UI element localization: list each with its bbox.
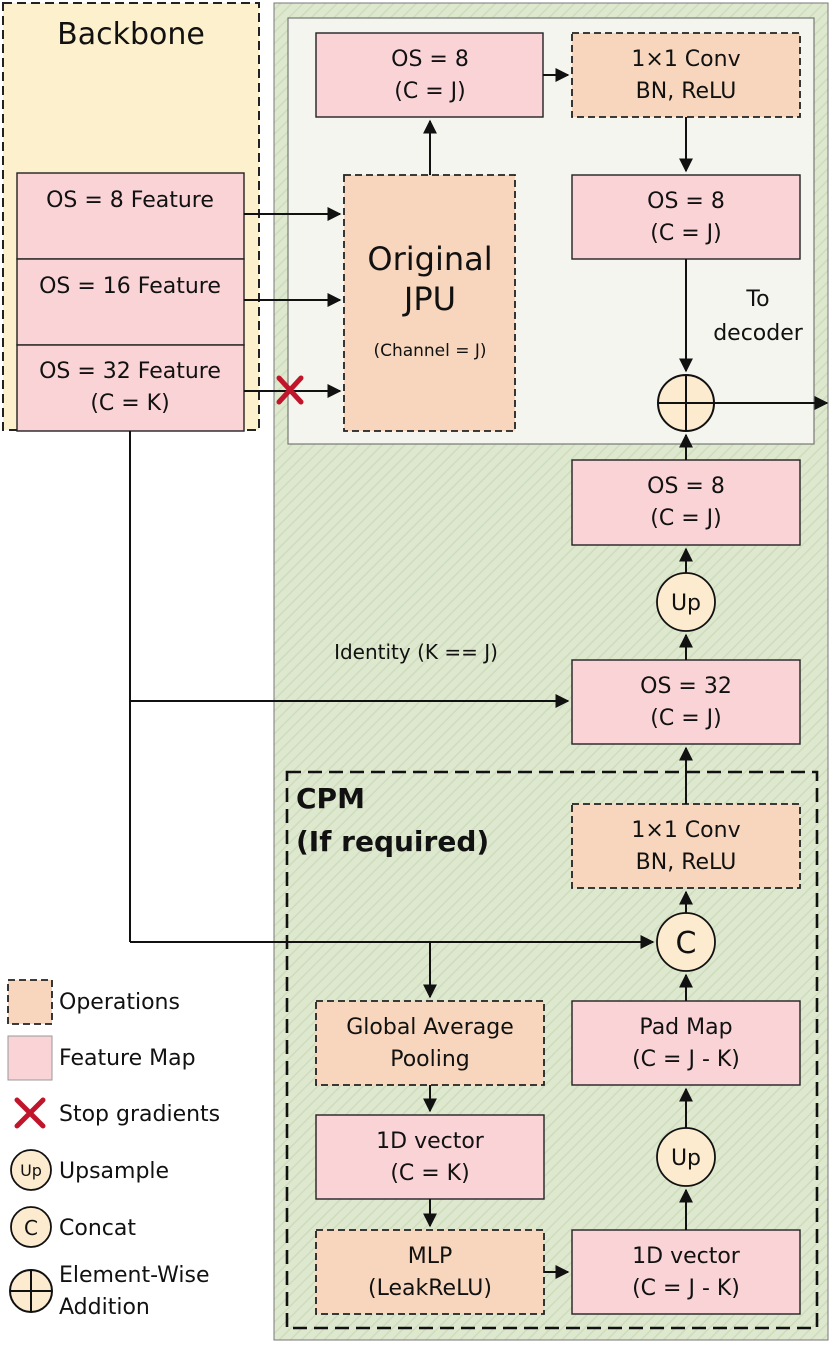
mid-os8-line2: (C = J): [650, 221, 721, 246]
cpm-subtitle: (If required): [296, 825, 489, 858]
upsample-node-1-label: Up: [671, 591, 701, 616]
upsample-node-2-label: Up: [671, 1146, 701, 1171]
gap-line2: Pooling: [390, 1047, 470, 1072]
to-decoder-line2: decoder: [713, 321, 804, 346]
legend: Operations Feature Map Stop gradients Up…: [7, 979, 220, 1320]
legend-stop-gradient-label: Stop gradients: [59, 1102, 220, 1127]
low-os8-box: [571, 459, 801, 546]
legend-addition-label-1: Element-Wise: [59, 1263, 210, 1288]
os32-line2: (C = J): [650, 706, 721, 731]
connectors: [129, 68, 829, 1279]
feature-os32-label: OS = 32 Feature: [39, 359, 221, 384]
legend-operations-swatch: [7, 979, 53, 1025]
legend-concat-icon: [10, 1206, 52, 1248]
jpu-line2: JPU: [402, 280, 456, 318]
cpm-title: CPM: [296, 782, 365, 815]
top-conv-line1: 1×1 Conv: [631, 47, 740, 72]
stop-gradient-cross-icon: [276, 375, 304, 405]
jpu-box: [343, 174, 516, 432]
legend-feature-map-swatch: [7, 1035, 53, 1081]
legend-addition-icon: [9, 1269, 53, 1313]
low-os8-line2: (C = J): [650, 506, 721, 531]
legend-concat-label: Concat: [59, 1216, 136, 1241]
gap-box: [315, 1000, 545, 1086]
legend-upsample-label: Upsample: [59, 1159, 169, 1184]
cpm-panel: [285, 770, 819, 1330]
os32-box: [571, 659, 801, 745]
pad-map-box: [571, 1000, 801, 1086]
jpu-line1: Original: [367, 240, 492, 278]
concat-node-label: C: [676, 926, 697, 961]
cpm-conv-box: [571, 803, 801, 889]
feature-box-os32: [16, 344, 245, 432]
low-os8-line1: OS = 8: [647, 474, 725, 499]
top-os8-line1: OS = 8: [391, 47, 469, 72]
pad-map-line2: (C = J - K): [632, 1047, 740, 1072]
top-conv-line2: BN, ReLU: [636, 79, 737, 104]
identity-label: Identity (K == J): [334, 640, 498, 664]
vector-jk-line1: 1D vector: [632, 1244, 741, 1269]
mlp-box: [315, 1229, 545, 1315]
top-conv-box: [571, 32, 801, 118]
vector-k-line2: (C = K): [390, 1161, 469, 1186]
gap-line1: Global Average: [346, 1015, 514, 1040]
legend-upsample-glyph: Up: [20, 1161, 42, 1180]
cpm-conv-line1: 1×1 Conv: [631, 818, 740, 843]
legend-feature-map-label: Feature Map: [59, 1046, 196, 1071]
mlp-line1: MLP: [408, 1244, 453, 1269]
top-os8-box: [315, 32, 544, 118]
feature-os8-label: OS = 8 Feature: [46, 188, 214, 213]
mid-os8-line1: OS = 8: [647, 189, 725, 214]
vector-k-line1: 1D vector: [376, 1129, 485, 1154]
jpu-line3: (Channel = J): [373, 341, 486, 361]
legend-addition-label-2: Addition: [59, 1295, 150, 1320]
legend-operations-label: Operations: [59, 990, 180, 1015]
vector-jk-box: [571, 1229, 801, 1315]
vector-k-box: [315, 1114, 545, 1200]
mid-os8-box: [571, 174, 801, 260]
element-wise-addition-node: [657, 374, 715, 432]
mlp-line2: (LeakReLU): [368, 1276, 492, 1301]
feature-box-os16: [16, 258, 245, 346]
to-decoder-line1: To: [745, 287, 769, 312]
vector-jk-line2: (C = J - K): [632, 1276, 740, 1301]
feature-os16-label: OS = 16 Feature: [39, 274, 221, 299]
legend-stop-gradient-icon: [14, 1097, 46, 1129]
backbone-title: Backbone: [57, 17, 205, 52]
feature-os32-channels: (C = K): [90, 391, 169, 416]
top-os8-line2: (C = J): [394, 79, 465, 104]
legend-upsample-icon: [10, 1149, 52, 1191]
feature-box-os8: [16, 172, 245, 260]
cpm-conv-line2: BN, ReLU: [636, 850, 737, 875]
pad-map-line1: Pad Map: [639, 1015, 732, 1040]
os32-line1: OS = 32: [640, 674, 732, 699]
legend-concat-glyph: C: [24, 1216, 38, 1240]
